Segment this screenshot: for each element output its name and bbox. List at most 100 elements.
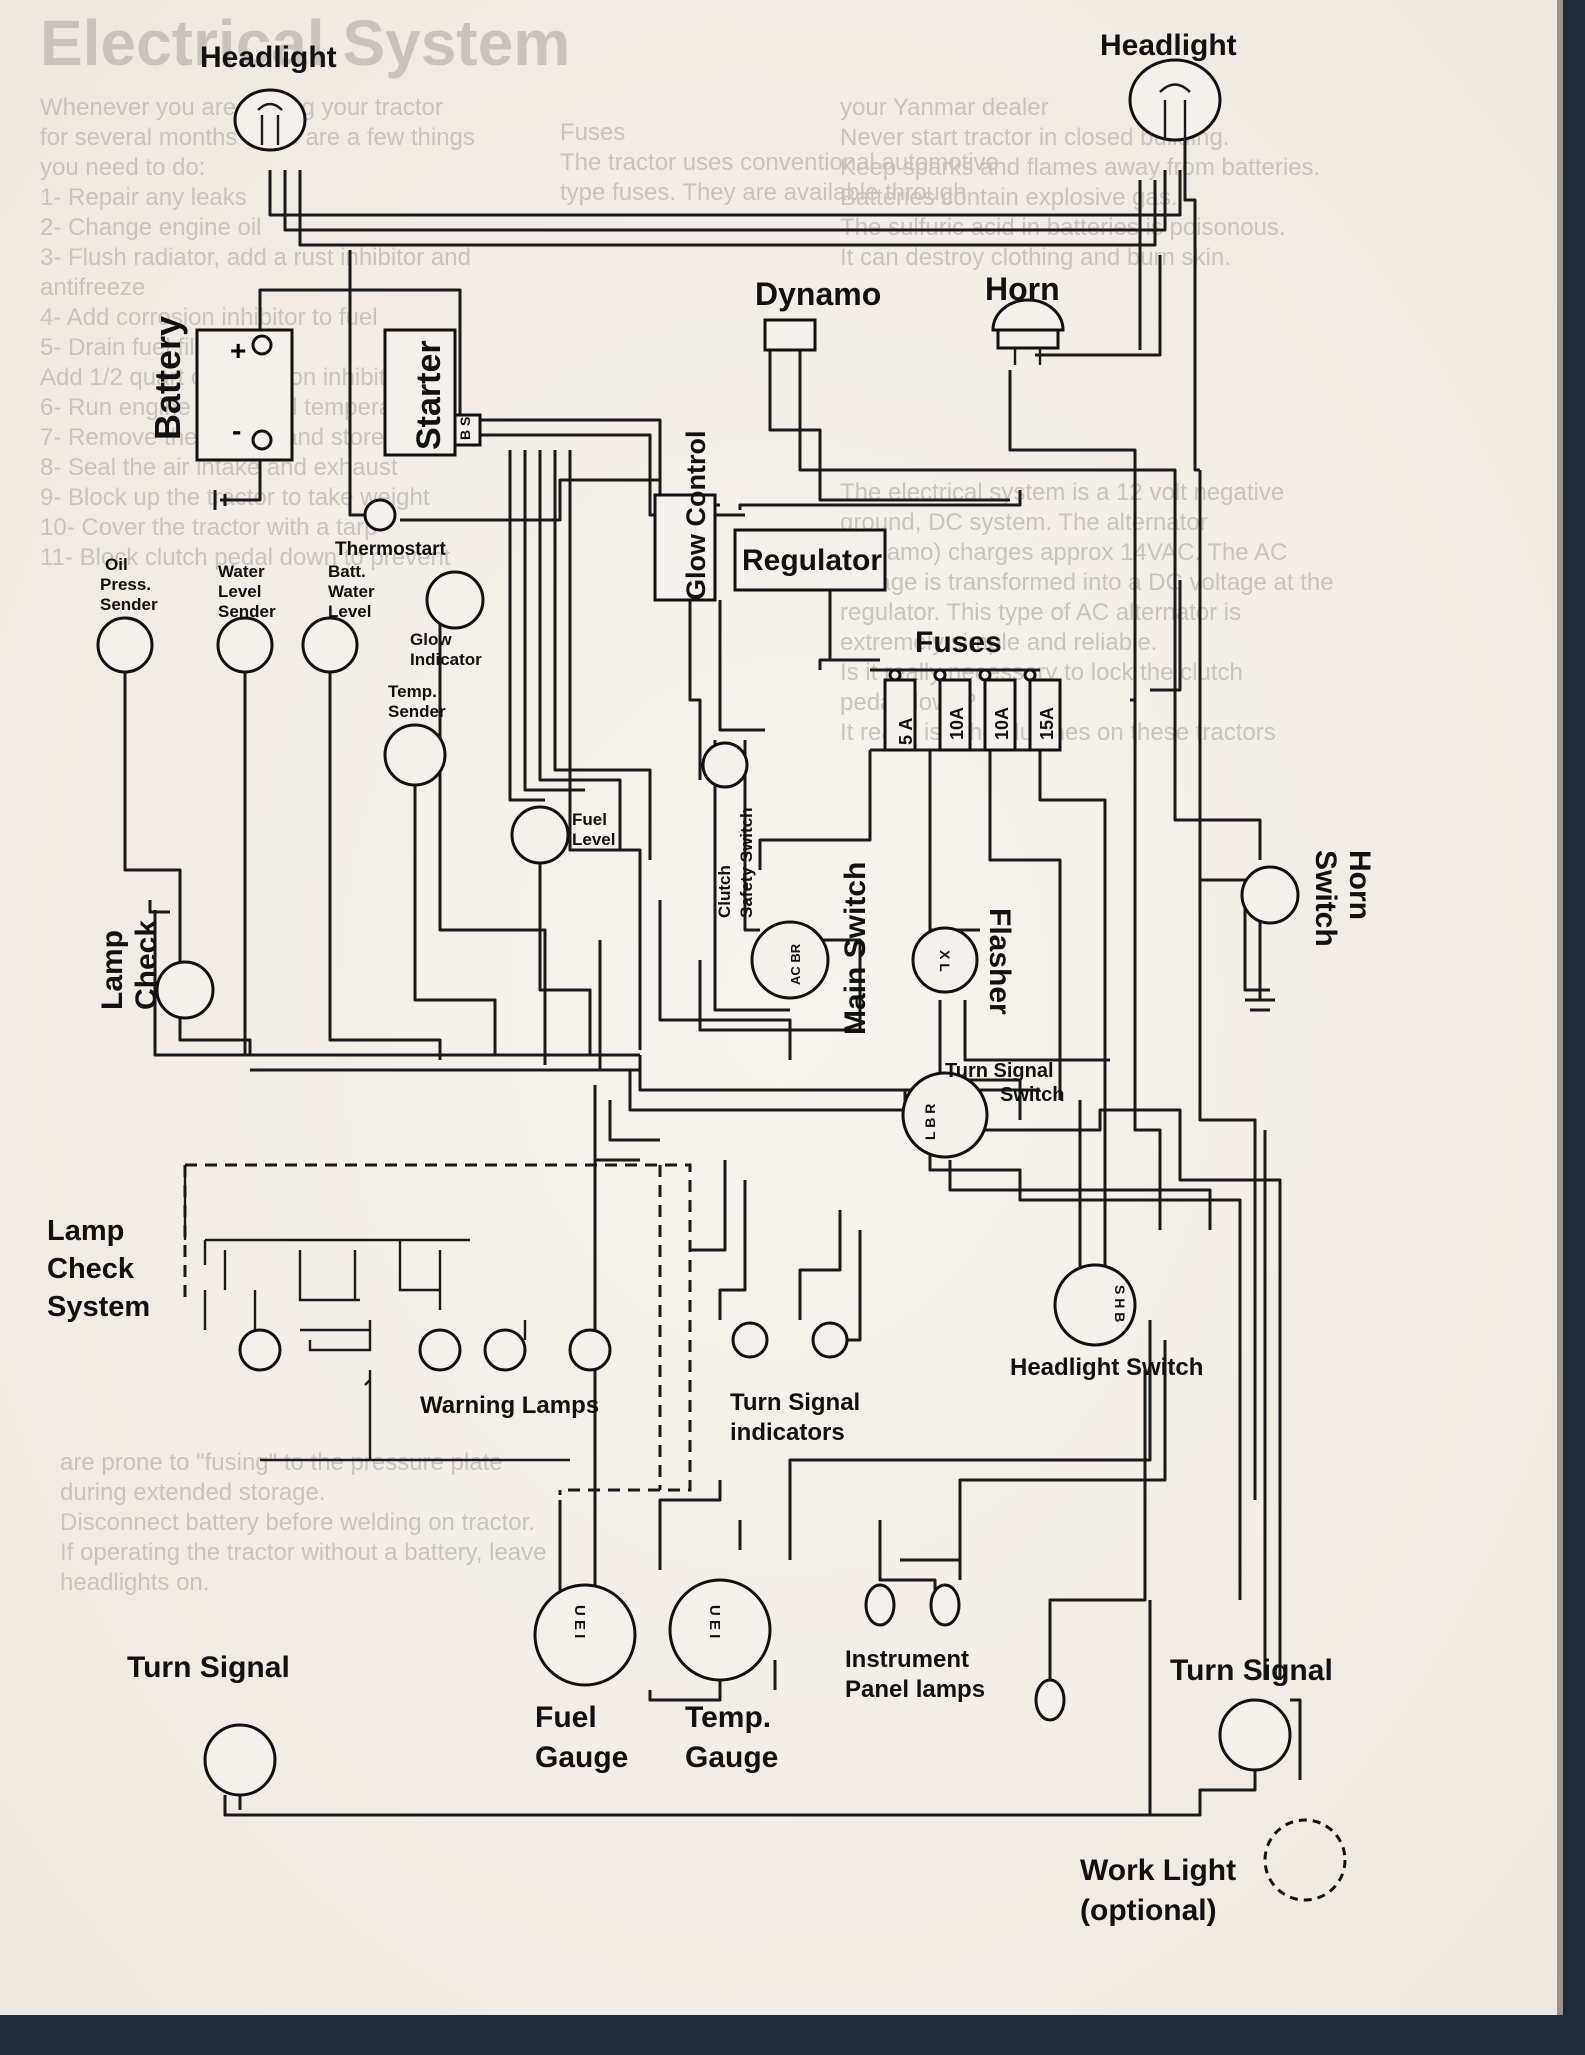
ghost-text-line: voltage is transformed into a DC voltage…: [840, 569, 1334, 596]
label-headlight-switch: Headlight Switch: [1010, 1354, 1203, 1381]
ghost-text-line: Disconnect battery before welding on tra…: [60, 1509, 535, 1536]
ghost-text-line: 11- Block clutch pedal down to prevent: [40, 544, 451, 571]
battery-icon: + -: [195, 328, 294, 462]
ghost-text-line: Fuses: [560, 119, 625, 146]
fuse-rating-3: 10A: [992, 707, 1012, 740]
right-turn-signal-icon: [1218, 1698, 1292, 1772]
flasher-icon: [911, 926, 979, 994]
terminal-starter: B S: [457, 417, 473, 440]
label-clutch-safety-switch: Clutch Safety Switch: [715, 807, 756, 918]
label-work-light: Work Light (optional): [1080, 1854, 1244, 1927]
label-dynamo: Dynamo: [755, 276, 881, 312]
ghost-text-line: 9- Block up the tractor to take weight: [40, 484, 430, 511]
terminal-flasher: X L: [937, 950, 953, 972]
fuses-icon: [883, 668, 1062, 752]
label-thermostart: Thermostart: [335, 539, 447, 560]
left-headlight-icon: [233, 88, 307, 152]
label-turn-signal-left: Turn Signal: [127, 1651, 290, 1684]
label-water-level-sender: Water Level Sender: [218, 562, 276, 621]
ghost-text-line: 10- Cover the tractor with a tarp: [40, 514, 377, 541]
ghost-text-line: antifreeze: [40, 274, 145, 301]
warning-lamp-icon: [238, 1328, 282, 1372]
label-instrument-panel-lamps: Instrument Panel lamps: [845, 1646, 985, 1703]
dynamo-icon: [763, 318, 817, 352]
turn-indicator-icon: [731, 1321, 769, 1359]
fuse-rating-2: 10A: [947, 707, 967, 740]
svg-text:-: -: [232, 415, 241, 446]
water-level-sender-icon: [216, 616, 274, 674]
label-turn-signal-switch: Turn Signal Switch: [945, 1060, 1064, 1106]
label-turn-signal-indicators: Turn Signal indicators: [730, 1389, 867, 1446]
fuel-gauge-icon: [533, 1583, 637, 1687]
ghost-text-line: It can destroy clothing and burn skin.: [840, 244, 1231, 271]
terminal-headlight-switch: S H B: [1112, 1285, 1128, 1322]
label-fuses: Fuses: [915, 626, 1002, 659]
warning-lamp-icon: [483, 1328, 527, 1372]
label-warning-lamps: Warning Lamps: [420, 1392, 599, 1419]
horn-icon: [991, 298, 1065, 365]
ghost-text-line: extremely simple and reliable.: [840, 629, 1157, 656]
label-flasher: Flasher: [983, 908, 1016, 1015]
clutch-safety-switch-icon: [701, 741, 749, 789]
svg-text:+: +: [230, 335, 246, 366]
work-light-icon: [1263, 1818, 1347, 1902]
label-main-switch: Main Switch: [839, 862, 872, 1035]
label-oil-line: Oil: [105, 555, 128, 574]
fuse-rating-1: 5 A: [896, 718, 916, 745]
ghost-text-line: The electrical system is a 12 volt negat…: [840, 479, 1284, 506]
ghost-title: Electrical System: [40, 7, 570, 79]
ghost-text-line: are prone to "fusing" to the pressure pl…: [60, 1449, 503, 1476]
terminal-turn-signal-switch: L B R: [922, 1104, 938, 1140]
ghost-text-line: 4- Add corrosion inhibitor to fuel: [40, 304, 378, 331]
headlight-switch-icon: [1053, 1263, 1137, 1347]
label-temp-gauge: Temp. Gauge: [685, 1701, 779, 1774]
ghost-text-line: type fuses. They are available through: [560, 179, 966, 206]
horn-switch-icon: [1240, 865, 1300, 925]
label-headlight-left: Headlight: [200, 41, 337, 74]
ghost-text-line: 2- Change engine oil: [40, 214, 262, 241]
ghost-text-line: your Yanmar dealer: [840, 94, 1049, 121]
lamp-check-system-boundary: [185, 1163, 692, 1495]
left-turn-signal-icon: [203, 1723, 277, 1797]
thermostart-icon: [363, 498, 397, 532]
ghost-text-line: Keep sparks and flames away from batteri…: [840, 154, 1320, 181]
label-starter: Starter: [410, 340, 448, 450]
fuel-level-icon: [510, 805, 570, 865]
temp-sender-icon: [383, 723, 447, 787]
starter-icon: [383, 328, 482, 457]
label-headlight-right: Headlight: [1100, 29, 1237, 62]
ghost-text-line: If operating the tractor without a batte…: [60, 1539, 547, 1566]
ghost-text-line: ground, DC system. The alternator: [840, 509, 1208, 536]
panel-lamp-icon: [929, 1583, 961, 1627]
ghost-text-line: during extended storage.: [60, 1479, 326, 1506]
ghost-text-line: Batteries contain explosive gas.: [840, 184, 1178, 211]
ghost-text-line: 1- Repair any leaks: [40, 184, 247, 211]
batt-water-level-icon: [301, 616, 359, 674]
warning-lamp-icon: [568, 1328, 612, 1372]
label-regulator: Regulator: [742, 544, 882, 577]
glow-control-icon: [653, 493, 717, 602]
ghost-text-line: The sulfuric acid in batteries is poison…: [840, 214, 1286, 241]
label-glow-indicator: Glow Indicator: [410, 630, 482, 669]
terminal-fuel-gauge: U E I: [571, 1605, 588, 1638]
turn-signal-switch-icon: [901, 1071, 989, 1159]
label-fuel-gauge: Fuel Gauge: [535, 1701, 628, 1774]
label-horn-switch: Horn Switch: [1309, 850, 1376, 947]
terminal-temp-gauge: U E I: [706, 1605, 723, 1638]
label-oil-press-sender: Oil Press. Sender: [100, 555, 158, 614]
label-batt-water-level: Batt. Water Level: [328, 562, 379, 621]
panel-lamp-icon: [1034, 1678, 1066, 1722]
label-turn-signal-right: Turn Signal: [1170, 1654, 1333, 1687]
ghost-text-line: (dynamo) charges approx 14VAC. The AC: [840, 539, 1287, 566]
regulator-icon: [733, 528, 887, 592]
label-temp-sender: Temp. Sender: [388, 682, 446, 721]
label-horn: Horn: [985, 271, 1060, 307]
label-lamp-check-system: Lamp Check System: [47, 1215, 150, 1323]
ghost-text-line: you need to do:: [40, 154, 205, 181]
ghost-text-line: 3- Flush radiator, add a rust inhibitor …: [40, 244, 471, 271]
warning-lamp-icon: [418, 1328, 462, 1372]
label-fuel-level: Fuel Level: [572, 810, 615, 849]
turn-indicator-icon: [811, 1321, 849, 1359]
label-battery: Battery: [147, 316, 188, 440]
